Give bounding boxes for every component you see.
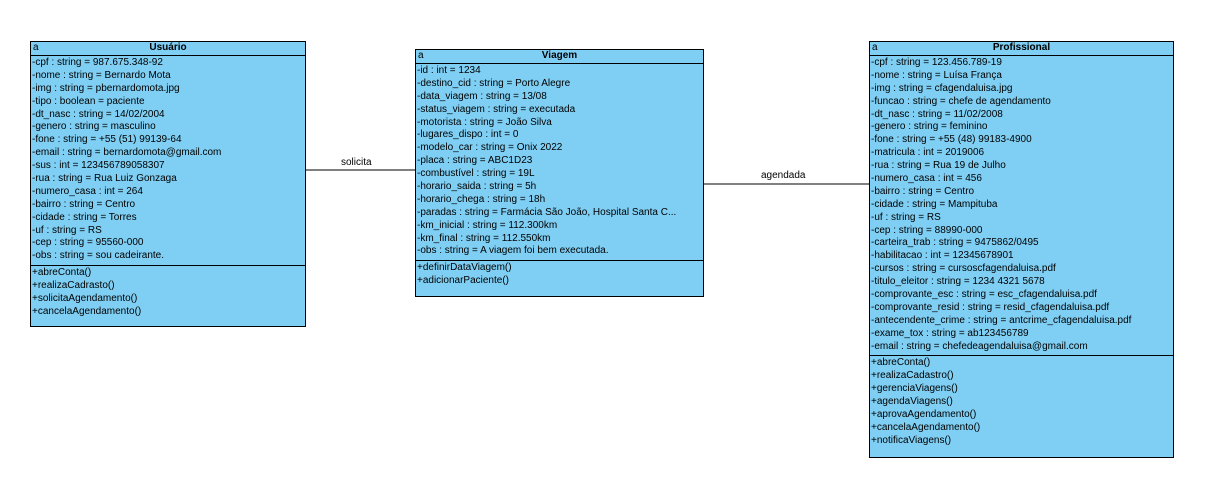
attribute-row[interactable]: -lugares_dispo : int = 0 xyxy=(417,129,519,141)
attribute-row[interactable]: -numero_casa : int = 456 xyxy=(871,173,982,185)
attribute-row[interactable]: -antecendente_crime : string = antcrime_… xyxy=(871,314,1132,326)
class-name: Usuário xyxy=(149,42,187,53)
operation-list: +abreConta()+realizaCadastro()+gerenciaV… xyxy=(870,356,1173,447)
attribute-list: -id : int = 1234-destino_cid : string = … xyxy=(416,64,703,262)
attribute-row[interactable]: -carteira_trab : string = 9475862/0495 xyxy=(871,237,1039,249)
attribute-row[interactable]: -uf : string = RS xyxy=(32,224,102,236)
attribute-row[interactable]: -funcao : string = chefe de agendamento xyxy=(871,95,1051,107)
class-header[interactable]: a Viagem xyxy=(416,50,703,64)
operation-row[interactable]: +gerenciaViagens() xyxy=(871,383,958,395)
attribute-row[interactable]: -placa : string = ABC1D23 xyxy=(417,155,533,167)
attribute-row[interactable]: -cpf : string = 987.675.348-92 xyxy=(32,57,163,68)
attribute-row[interactable]: -status_viagem : string = executada xyxy=(417,103,576,115)
operation-list: +abreConta()+realizaCadrasto()+solicitaA… xyxy=(31,266,305,319)
attribute-row[interactable]: -km_inicial : string = 112.300km xyxy=(417,219,558,231)
attribute-row[interactable]: -motorista : string = João Silva xyxy=(417,116,552,128)
attribute-row[interactable]: -rua : string = Rua 19 de Julho xyxy=(871,160,1006,172)
attribute-row[interactable]: -cep : string = 95560-000 xyxy=(32,237,144,249)
attribute-row[interactable]: -fone : string = +55 (51) 99139-64 xyxy=(32,134,182,146)
attribute-row[interactable]: -email : string = chefedeagendaluisa@gma… xyxy=(871,340,1088,352)
operation-row[interactable]: +abreConta() xyxy=(871,357,931,369)
operation-row[interactable]: +cancelaAgendamento() xyxy=(871,421,981,433)
attribute-row[interactable]: -dt_nasc : string = 14/02/2004 xyxy=(32,108,165,120)
attribute-row[interactable]: -nome : string = Bernardo Mota xyxy=(32,69,171,81)
association-label-agendada[interactable]: agendada xyxy=(761,170,806,181)
attribute-row[interactable]: -modelo_car : string = Onix 2022 xyxy=(417,142,563,154)
attribute-row[interactable]: -cpf : string = 123.456.789-19 xyxy=(871,57,1002,68)
class-header[interactable]: a Profissional xyxy=(870,42,1173,56)
attribute-row[interactable]: -cidade : string = Mampituba xyxy=(871,198,998,210)
attribute-list: -cpf : string = 987.675.348-92-nome : st… xyxy=(31,56,305,267)
class-marker-icon: a xyxy=(872,42,878,53)
attribute-row[interactable]: -nome : string = Luísa França xyxy=(871,69,1002,81)
attribute-row[interactable]: -id : int = 1234 xyxy=(417,65,481,76)
attribute-row[interactable]: -numero_casa : int = 264 xyxy=(32,185,143,197)
class-name: Viagem xyxy=(541,50,578,61)
attribute-row[interactable]: -email : string = bernardomota@gmail.com xyxy=(32,147,222,159)
attribute-row[interactable]: -cep : string = 88990-000 xyxy=(871,224,983,236)
class-marker-icon: a xyxy=(33,42,39,53)
attribute-row[interactable]: -km_final : string = 112.550km xyxy=(417,232,551,244)
operation-row[interactable]: +abreConta() xyxy=(32,267,92,279)
operation-row[interactable]: +adicionarPaciente() xyxy=(417,275,509,287)
attribute-row[interactable]: -habilitacao : int = 12345678901 xyxy=(871,250,1014,262)
attribute-row[interactable]: -destino_cid : string = Porto Alegre xyxy=(417,77,571,89)
attribute-row[interactable]: -bairro : string = Centro xyxy=(871,185,975,197)
attribute-row[interactable]: -cursos : string = cursoscfagendaluisa.p… xyxy=(871,263,1056,275)
operation-row[interactable]: +agendaViagens() xyxy=(871,396,953,408)
attribute-row[interactable]: -img : string = cfagendaluisa.jpg xyxy=(871,82,1013,94)
attribute-row[interactable]: -obs : string = A viagem foi bem executa… xyxy=(417,245,609,257)
attribute-row[interactable]: -cidade : string = Torres xyxy=(32,211,137,223)
operation-row[interactable]: +realizaCadastro() xyxy=(871,370,954,382)
attribute-row[interactable]: -combustível : string = 19L xyxy=(417,168,535,180)
attribute-list: -cpf : string = 123.456.789-19-nome : st… xyxy=(870,56,1173,357)
attribute-row[interactable]: -comprovante_esc : string = esc_cfagenda… xyxy=(871,289,1097,301)
operation-row[interactable]: +solicitaAgendamento() xyxy=(32,293,138,305)
attribute-row[interactable]: -exame_tox : string = ab123456789 xyxy=(871,327,1029,339)
attribute-row[interactable]: -dt_nasc : string = 11/02/2008 xyxy=(871,108,1003,120)
class-profissional[interactable]: a Profissional -cpf : string = 123.456.7… xyxy=(869,41,1174,458)
attribute-row[interactable]: -paradas : string = Farmácia São João, H… xyxy=(417,206,677,218)
attribute-row[interactable]: -rua : string = Rua Luiz Gonzaga xyxy=(32,173,177,185)
attribute-row[interactable]: -genero : string = feminino xyxy=(871,121,988,133)
attribute-row[interactable]: -horario_saida : string = 5h xyxy=(417,181,537,193)
attribute-row[interactable]: -tipo : boolean = paciente xyxy=(32,95,145,107)
operation-list: +definirDataViagem()+adicionarPaciente() xyxy=(416,261,703,288)
operation-row[interactable]: +cancelaAgendamento() xyxy=(32,305,142,317)
attribute-row[interactable]: -comprovante_resid : string = resid_cfag… xyxy=(871,301,1110,313)
operation-row[interactable]: +realizaCadrasto() xyxy=(32,280,115,292)
operation-row[interactable]: +aprovaAgendamento() xyxy=(871,409,977,421)
attribute-row[interactable]: -sus : int = 123456789058307 xyxy=(32,160,165,172)
attribute-row[interactable]: -img : string = pbernardomota.jpg xyxy=(32,82,180,94)
attribute-row[interactable]: -fone : string = +55 (48) 99183-4900 xyxy=(871,134,1032,146)
association-label-solicita[interactable]: solicita xyxy=(341,157,372,168)
class-name: Profissional xyxy=(992,42,1051,53)
class-usuario[interactable]: a Usuário -cpf : string = 987.675.348-92… xyxy=(30,41,306,327)
attribute-row[interactable]: -bairro : string = Centro xyxy=(32,198,136,210)
attribute-row[interactable]: -horario_chega : string = 18h xyxy=(417,193,546,205)
attribute-row[interactable]: -matricula : int = 2019006 xyxy=(871,147,985,159)
class-marker-icon: a xyxy=(418,50,424,61)
operation-row[interactable]: +definirDataViagem() xyxy=(417,262,512,274)
class-header[interactable]: a Usuário xyxy=(31,42,305,56)
attribute-row[interactable]: -uf : string = RS xyxy=(871,211,941,223)
attribute-row[interactable]: -genero : string = masculino xyxy=(32,121,156,133)
attribute-row[interactable]: -titulo_eleitor : string = 1234 4321 567… xyxy=(871,276,1045,288)
attribute-row[interactable]: -data_viagem : string = 13/08 xyxy=(417,90,547,102)
class-viagem[interactable]: a Viagem -id : int = 1234-destino_cid : … xyxy=(415,49,704,297)
attribute-row[interactable]: -obs : string = sou cadeirante. xyxy=(32,250,165,262)
operation-row[interactable]: +notificaViagens() xyxy=(871,434,952,446)
